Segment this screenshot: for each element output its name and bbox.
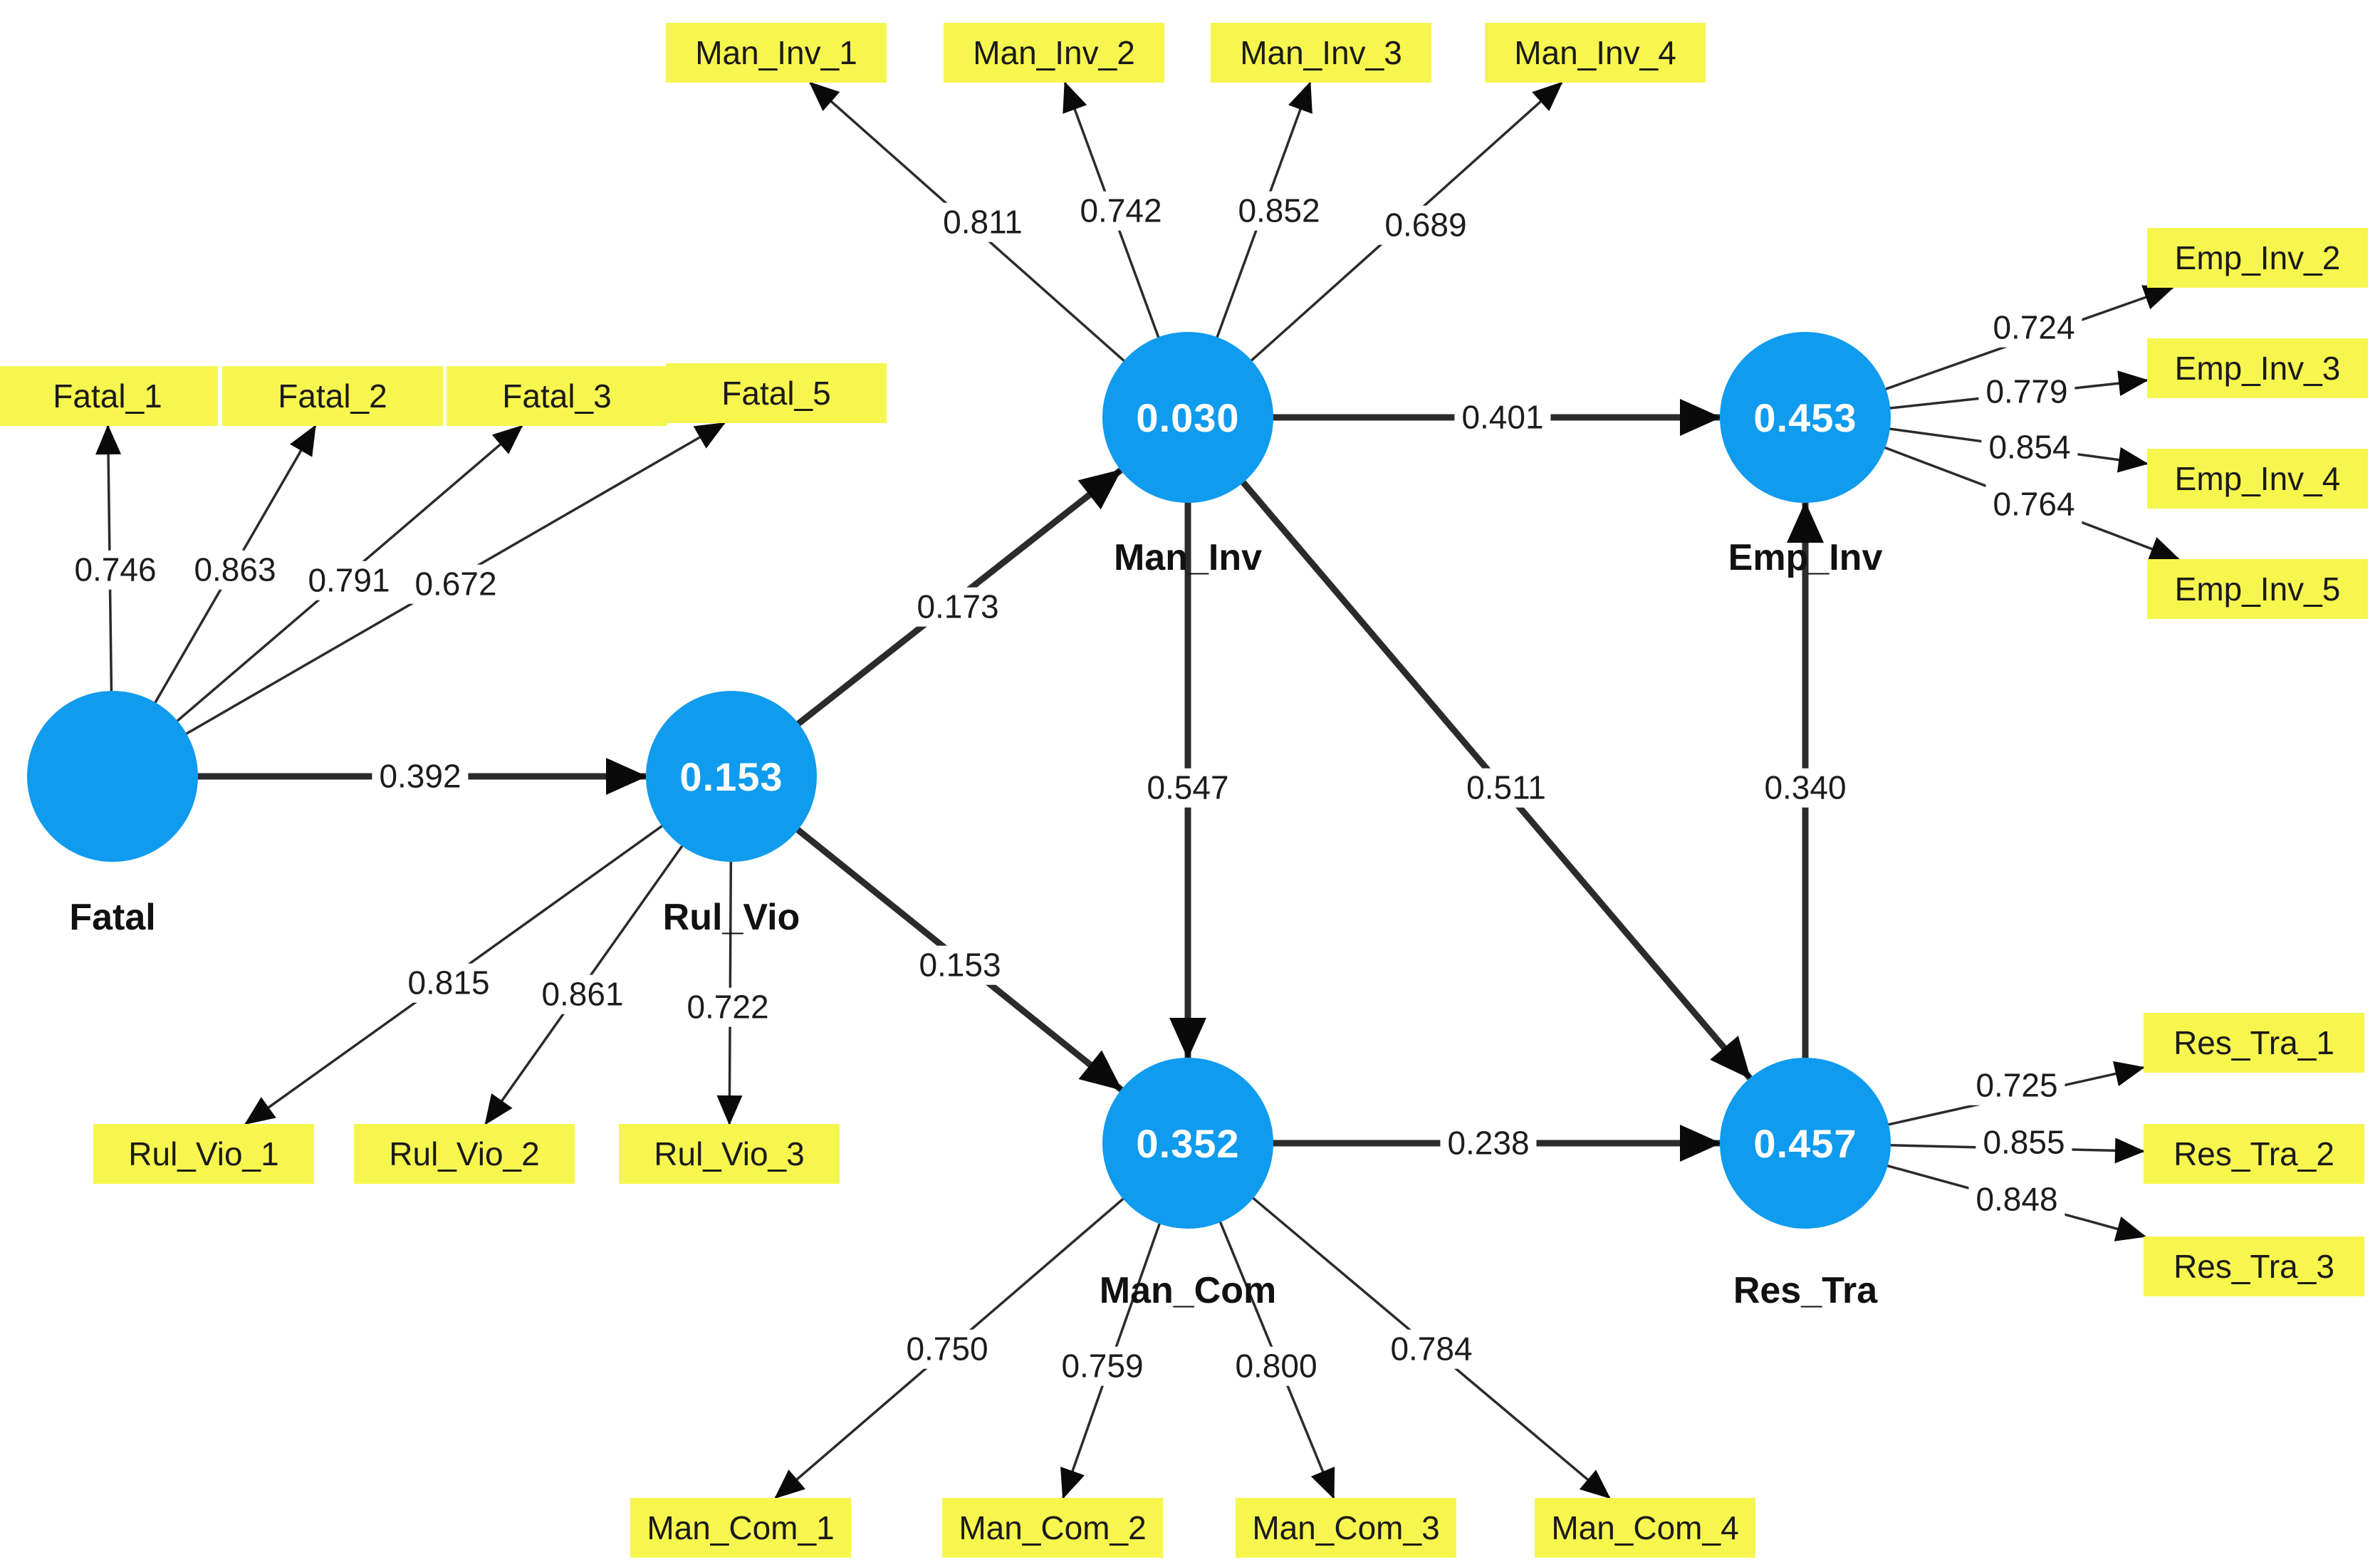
loading-value-label: 0.863 [187,550,283,590]
latent-label-fatal: Fatal [69,897,156,938]
indicator-man_inv_3[interactable]: Man_Inv_3 [1211,23,1431,83]
r-squared-value: 0.457 [1753,1120,1857,1166]
latent-label-emp_inv: Emp_Inv [1728,537,1883,578]
indicator-man_inv_2[interactable]: Man_Inv_2 [944,23,1164,83]
loading-value-label: 0.854 [1981,427,2078,467]
loading-value-label: 0.725 [1968,1066,2065,1105]
loading-value-label: 0.759 [1054,1346,1151,1386]
structural-path-man_inv-res_tra[interactable] [1185,415,1753,1081]
loading-value-label: 0.784 [1383,1329,1480,1369]
loading-arrow-fatal_3[interactable] [111,425,523,778]
indicator-man_com_1[interactable]: Man_Com_1 [630,1498,851,1558]
loading-value-label: 0.672 [407,564,504,604]
loading-value-label: 0.742 [1072,191,1169,231]
loading-value-label: 0.791 [301,561,397,600]
loading-value-label: 0.779 [1978,372,2075,412]
indicator-fatal_2[interactable]: Fatal_2 [222,366,443,426]
indicator-emp_inv_4[interactable]: Emp_Inv_4 [2147,449,2368,509]
path-coefficient-label: 0.173 [909,587,1006,627]
loading-value-label: 0.724 [1985,308,2082,348]
indicator-emp_inv_3[interactable]: Emp_Inv_3 [2147,338,2368,398]
indicator-man_com_4[interactable]: Man_Com_4 [1535,1498,1755,1558]
loading-value-label: 0.861 [534,974,631,1014]
loading-value-label: 0.764 [1985,484,2082,524]
latent-label-rul_vio: Rul_Vio [662,897,800,938]
loading-arrow-man_com_4[interactable] [1186,1142,1611,1499]
loading-value-label: 0.852 [1231,191,1327,231]
indicator-man_com_2[interactable]: Man_Com_2 [942,1498,1163,1558]
indicator-man_inv_1[interactable]: Man_Inv_1 [666,23,887,83]
latent-label-man_com: Man_Com [1099,1270,1277,1311]
loading-value-label: 0.722 [679,987,776,1027]
loading-value-label: 0.848 [1968,1180,2065,1219]
loading-value-label: 0.800 [1228,1346,1325,1386]
latent-node-man_com[interactable]: 0.352 [1102,1058,1273,1229]
latent-node-man_inv[interactable]: 0.030 [1102,332,1273,503]
indicator-rul_vio_1[interactable]: Rul_Vio_1 [93,1124,314,1184]
indicator-rul_vio_3[interactable]: Rul_Vio_3 [619,1124,840,1184]
loading-value-label: 0.750 [899,1329,996,1369]
indicator-man_inv_4[interactable]: Man_Inv_4 [1485,23,1706,83]
path-coefficient-label: 0.401 [1454,397,1551,437]
loading-value-label: 0.855 [1975,1123,2072,1162]
indicator-fatal_3[interactable]: Fatal_3 [447,366,667,426]
loading-arrow-man_com_1[interactable] [774,1142,1189,1499]
r-squared-value: 0.030 [1136,395,1240,440]
latent-node-res_tra[interactable]: 0.457 [1720,1058,1891,1229]
latent-label-man_inv: Man_Inv [1113,537,1263,578]
indicator-res_tra_1[interactable]: Res_Tra_1 [2144,1013,2364,1073]
latent-node-fatal[interactable] [27,691,198,862]
loading-arrow-rul_vio_1[interactable] [244,775,733,1125]
path-coefficient-label: 0.511 [1459,768,1553,808]
path-coefficient-label: 0.547 [1139,768,1236,808]
indicator-rul_vio_2[interactable]: Rul_Vio_2 [354,1124,575,1184]
loading-value-label: 0.746 [67,550,164,590]
loading-value-label: 0.689 [1377,205,1474,245]
latent-node-rul_vio[interactable]: 0.153 [646,691,817,862]
loading-value-label: 0.811 [936,202,1030,242]
indicator-emp_inv_2[interactable]: Emp_Inv_2 [2147,228,2368,288]
r-squared-value: 0.352 [1136,1120,1240,1166]
path-coefficient-label: 0.340 [1757,768,1854,808]
loading-value-label: 0.815 [400,963,497,1003]
latent-label-res_tra: Res_Tra [1733,1270,1878,1311]
indicator-man_com_3[interactable]: Man_Com_3 [1236,1498,1456,1558]
indicator-res_tra_2[interactable]: Res_Tra_2 [2144,1124,2364,1184]
r-squared-value: 0.453 [1753,395,1857,440]
indicator-emp_inv_5[interactable]: Emp_Inv_5 [2147,559,2368,619]
indicator-fatal_5[interactable]: Fatal_5 [666,363,887,423]
indicator-fatal_1[interactable]: Fatal_1 [0,366,218,426]
path-coefficient-label: 0.153 [912,945,1008,985]
latent-node-emp_inv[interactable]: 0.453 [1720,332,1891,503]
path-coefficient-label: 0.238 [1440,1123,1537,1163]
indicator-res_tra_3[interactable]: Res_Tra_3 [2144,1236,2364,1296]
path-coefficient-label: 0.392 [372,756,469,796]
r-squared-value: 0.153 [679,754,783,799]
